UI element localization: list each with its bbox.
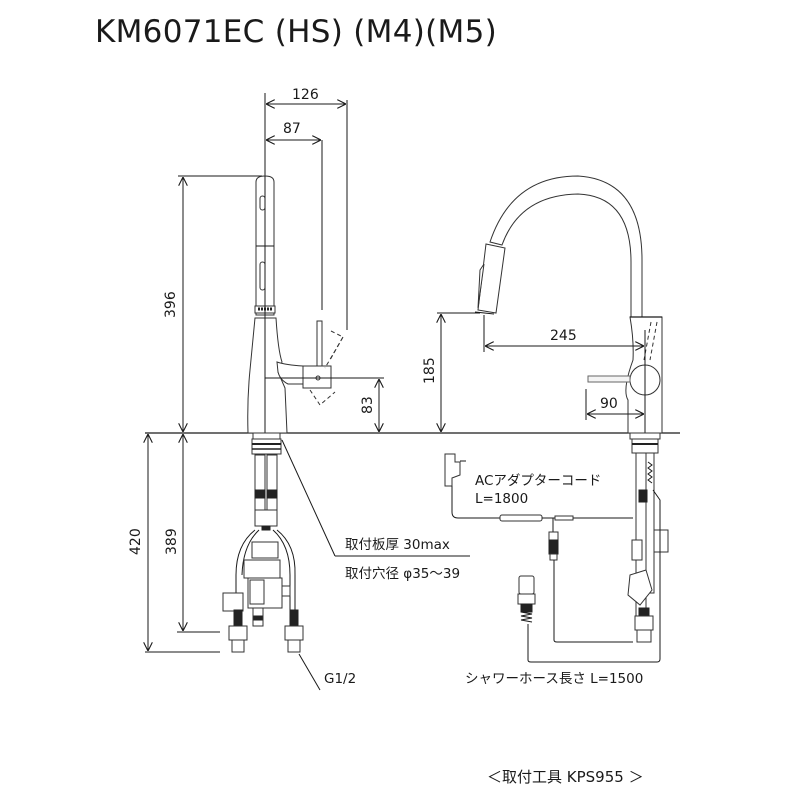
footer-tool-label: ＜取付工具 KPS955 ＞ <box>487 768 644 786</box>
label-g1-2: G1/2 <box>324 671 356 687</box>
dim-83: 83 <box>360 396 376 414</box>
dim-396: 396 <box>163 291 179 318</box>
dim-245: 245 <box>550 328 577 344</box>
label-ac-adapter-length: L=1800 <box>475 491 528 507</box>
dim-420: 420 <box>128 528 144 555</box>
dim-389: 389 <box>164 528 180 555</box>
label-shower-hose: シャワーホース長さ L=1500 <box>465 671 643 687</box>
dim-90: 90 <box>600 396 618 412</box>
label-mount-hole-diameter: 取付穴径 φ35～39 <box>345 566 460 582</box>
front-view: 185 245 90 ACアダプターコード <box>422 175 669 687</box>
dim-126: 126 <box>292 87 319 103</box>
label-ac-adapter: ACアダプターコード <box>475 473 601 489</box>
label-mount-plate-thickness: 取付板厚 30max <box>345 537 450 553</box>
dim-185: 185 <box>422 357 438 384</box>
side-view: 126 87 396 83 <box>128 87 470 691</box>
dim-87: 87 <box>283 121 301 137</box>
model-title: KM6071EC (HS) (M4)(M5) <box>95 14 498 50</box>
